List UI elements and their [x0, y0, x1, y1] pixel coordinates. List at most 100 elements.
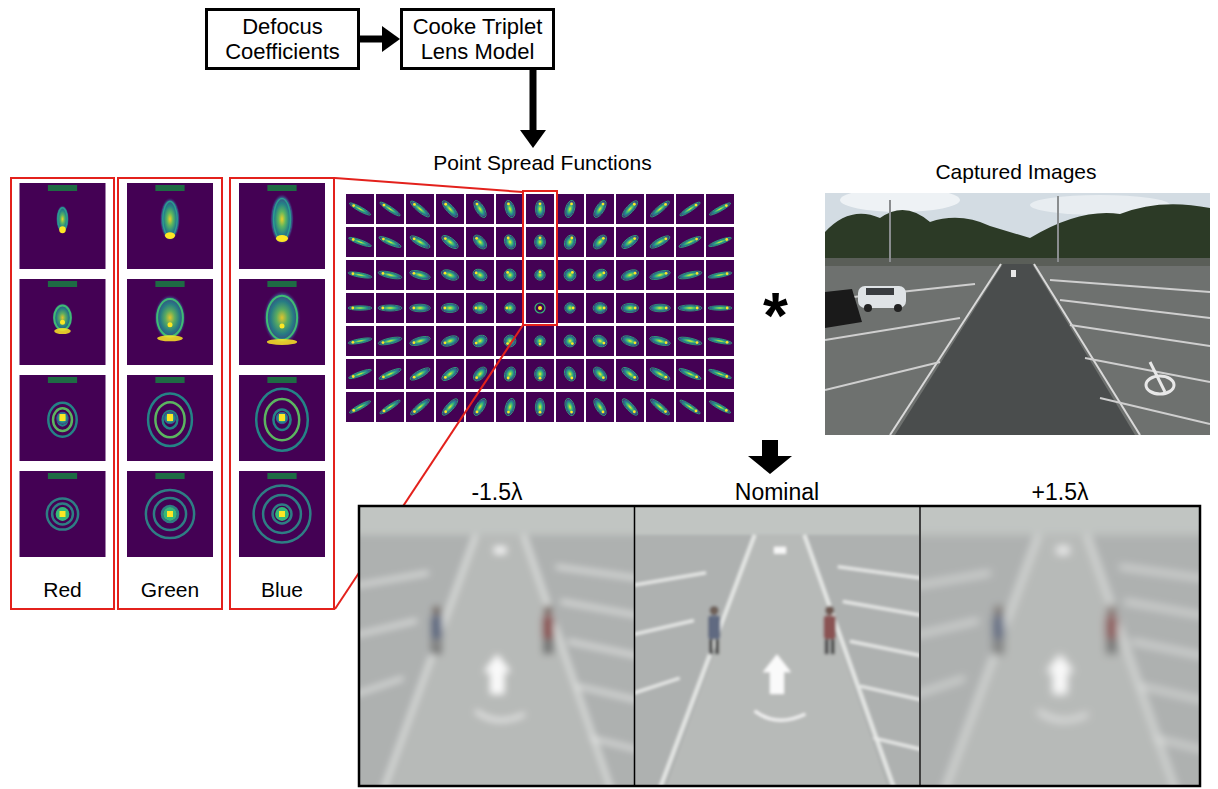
psf-shape: [155, 402, 184, 437]
psf-cell: [466, 392, 494, 422]
psf-shape: [507, 411, 510, 414]
psf-shape: [348, 399, 371, 414]
psf-shape: [348, 271, 372, 280]
psf-shape: [591, 397, 608, 418]
psf-cell: [436, 194, 464, 224]
output-divider: [919, 506, 921, 786]
psf-shape: [620, 199, 640, 220]
convolution-symbol: *: [763, 284, 788, 348]
psf-shape: [263, 290, 301, 345]
psf-shape: [708, 236, 732, 248]
psf-cell: [556, 227, 584, 257]
psf-shape: [708, 368, 732, 380]
psf-shape: [565, 303, 575, 313]
psf-shape: [535, 235, 546, 249]
psf-shape: [570, 237, 573, 240]
psf-shape: [725, 238, 728, 241]
psf-shape: [572, 307, 575, 310]
psf-cell: [616, 326, 644, 356]
psf-shape: [620, 365, 640, 383]
psf-cell: [706, 227, 734, 257]
psf-shape: [476, 203, 479, 206]
psf-shape: [620, 334, 640, 349]
process-box: Cooke Triplet Lens Model: [400, 8, 555, 70]
psf-shape: [273, 505, 292, 524]
psf-shape: [634, 341, 637, 344]
psf-shape: [563, 397, 577, 417]
psf-shape: [267, 296, 297, 340]
psf-thumb: [127, 183, 213, 269]
psf-shape: [270, 193, 294, 245]
psf-cell: [376, 359, 404, 389]
psf-shape: [695, 375, 698, 378]
psf-shape: [708, 201, 731, 216]
psf-shape: [602, 342, 605, 345]
result-arrow: [748, 440, 792, 474]
psf-shape: [60, 414, 66, 421]
box-label: Cooke Triplet Lens Model: [409, 14, 546, 65]
psf-cell: [346, 293, 374, 323]
psf-shape: [570, 377, 573, 380]
psf-cell: [406, 227, 434, 257]
psf-shape: [621, 303, 638, 312]
psf-shape: [444, 237, 447, 240]
psf-cell: [436, 359, 464, 389]
psf-cell: [496, 227, 524, 257]
psf-shape: [506, 342, 509, 345]
psf-thumb: [20, 375, 106, 461]
arrow-head: [382, 26, 400, 52]
psf-cell: [496, 194, 524, 224]
psf-cell: [586, 359, 614, 389]
psf-shape: [505, 307, 508, 310]
psf-shape: [696, 307, 699, 310]
psf-shape: [708, 271, 732, 280]
psf-cell: [376, 392, 404, 422]
psf-tag: [48, 473, 77, 479]
psf-shape: [591, 199, 608, 220]
psf-cell: [676, 260, 704, 290]
psf-cell: [676, 227, 704, 257]
psf-shape: [168, 322, 173, 327]
psf-shape: [409, 397, 431, 417]
captured-photo: [825, 193, 1210, 435]
psf-tag: [267, 377, 296, 383]
output-panel: Nominal: [635, 476, 919, 786]
psf-shape: [413, 272, 416, 275]
psf-shape: [157, 335, 183, 341]
psf-shape: [383, 204, 386, 207]
psf-cell: [586, 293, 614, 323]
psf-shape: [649, 366, 672, 383]
psf-shape: [476, 411, 479, 414]
psf-shape: [274, 198, 291, 239]
psf-cell: [556, 359, 584, 389]
psf-shape: [409, 269, 431, 282]
psf-cell: [526, 359, 554, 389]
psf-shape: [633, 376, 636, 379]
psf-shape: [535, 367, 546, 381]
psf-shape: [678, 305, 702, 311]
psf-shape: [52, 504, 73, 525]
psf-shape: [352, 272, 355, 275]
psf-shape: [279, 511, 285, 517]
psf-shape: [591, 365, 609, 384]
psf-tag: [267, 281, 296, 287]
psf-shape: [696, 341, 699, 344]
psf-tag: [155, 377, 184, 383]
psf-cell: [496, 359, 524, 389]
psf-shape: [602, 271, 605, 274]
psf-shape: [475, 342, 478, 345]
psf-cell: [526, 260, 554, 290]
psf-shape: [348, 236, 372, 248]
psf-shape: [444, 203, 447, 206]
psf-cell: [646, 359, 674, 389]
psf-cell: [406, 194, 434, 224]
psf-shape: [413, 376, 416, 379]
psf-shape: [649, 234, 672, 251]
flow-arrow: [520, 70, 546, 148]
psf-shape: [379, 200, 402, 217]
psf-shape: [649, 335, 671, 348]
psf-shape: [352, 204, 355, 207]
psf-shape: [382, 341, 385, 344]
psf-cell: [616, 392, 644, 422]
